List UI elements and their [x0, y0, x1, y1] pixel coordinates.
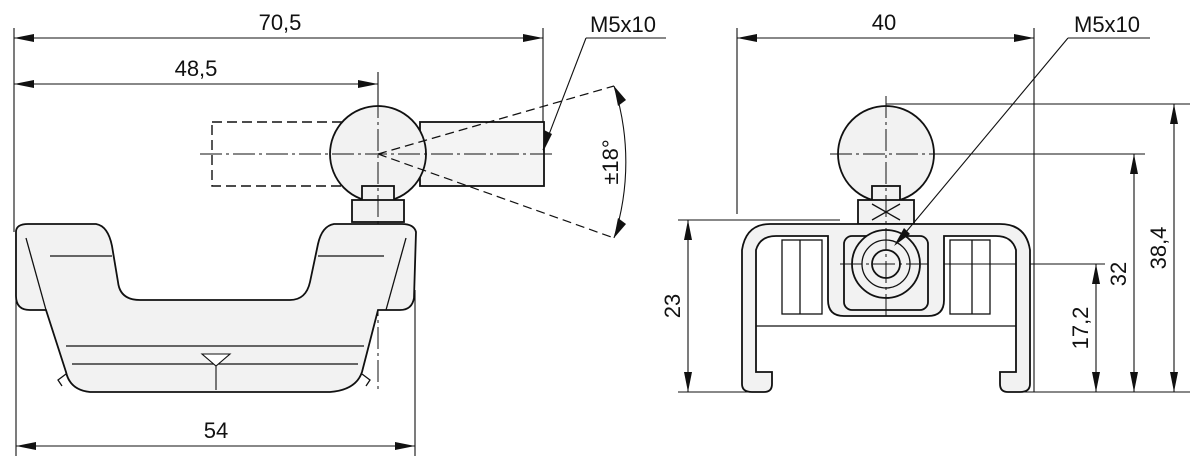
dim-total-height-text: 38,4	[1146, 227, 1171, 270]
dim-front-width-text: 40	[872, 10, 896, 35]
dimension-front-width: 40	[737, 10, 1034, 42]
foot-tab-right	[361, 373, 371, 387]
dim-ball-center-text: 48,5	[175, 56, 218, 81]
angle-line-upper	[377, 85, 615, 155]
base-inner-rail-left	[25, 237, 47, 311]
dimension-total-height: 38,4	[1146, 104, 1178, 392]
foot-tab-left	[57, 373, 67, 387]
marker-triangle	[200, 353, 232, 367]
dim-base-height-text: 23	[660, 294, 685, 318]
base-body-side	[15, 223, 417, 393]
dim-axis-height-text: 17,2	[1068, 307, 1093, 350]
thread-label-side: M5x10	[590, 12, 656, 37]
dimension-base-height: 23	[660, 220, 692, 392]
dim-base-width-text: 54	[204, 418, 228, 443]
dimension-axis-height: 17,2	[1068, 264, 1100, 392]
dim-mid-height-text: 32	[1106, 262, 1131, 286]
dim-overall-width-text: 70,5	[259, 10, 302, 35]
dimension-ball-center: 48,5	[14, 56, 378, 88]
side-view: 70,5 48,5 54	[13, 10, 666, 456]
thread-leader-diagonal-front	[895, 37, 1069, 245]
dimension-base-width: 54	[16, 418, 415, 450]
base-inner-rail-right	[385, 237, 407, 311]
dimension-mid-height: 32	[1106, 154, 1138, 392]
thread-label-front: M5x10	[1074, 12, 1140, 37]
inner-web-right	[949, 239, 991, 315]
thread-leader-diagonal-side	[542, 37, 587, 151]
angle-text: ±18°	[598, 139, 623, 184]
front-view: 40 23 17,2 32 38,4	[660, 10, 1190, 393]
dimension-overall-width: 70,5	[14, 10, 543, 42]
inner-web-left	[781, 239, 823, 315]
